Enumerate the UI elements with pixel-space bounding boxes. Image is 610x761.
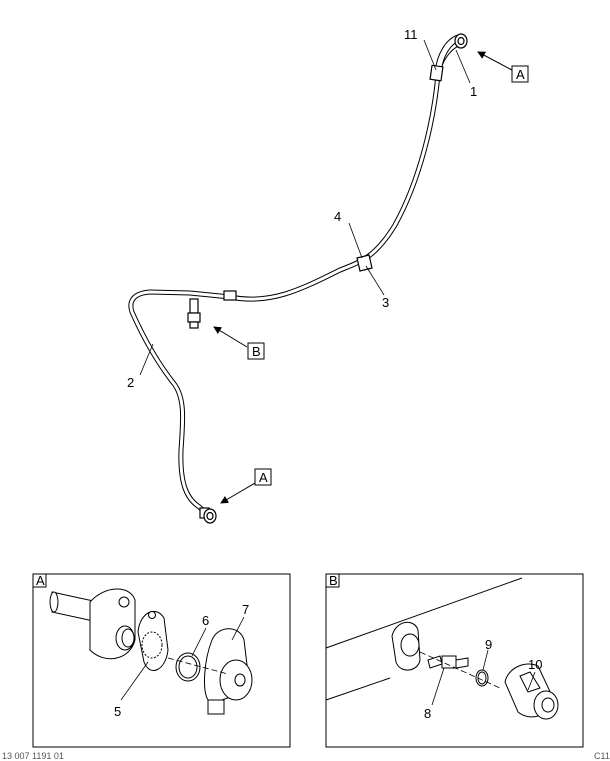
svg-text:B: B xyxy=(329,573,338,588)
footer-ref: C11 xyxy=(594,751,610,761)
tube-assembly xyxy=(128,33,468,524)
footer-graphic-id: 13 007 1191 01 xyxy=(2,751,64,761)
callout-5: 5 xyxy=(114,704,121,719)
view-ref-b: B xyxy=(247,342,265,360)
svg-text:A: A xyxy=(36,573,45,588)
view-ref-a-top: A xyxy=(511,65,529,83)
callout-3: 3 xyxy=(382,295,389,310)
callout-7: 7 xyxy=(242,602,249,617)
svg-text:B: B xyxy=(252,344,261,359)
callout-1: 1 xyxy=(470,84,477,99)
svg-text:A: A xyxy=(259,470,268,485)
callout-8: 8 xyxy=(424,706,431,721)
callout-9: 9 xyxy=(485,637,492,652)
callout-4: 4 xyxy=(334,209,341,224)
detail-b-panel: B xyxy=(325,573,584,748)
svg-text:A: A xyxy=(516,67,525,82)
view-arrows xyxy=(213,51,513,504)
callout-leaders xyxy=(139,39,471,376)
callout-11: 11 xyxy=(404,27,418,42)
callout-6: 6 xyxy=(202,613,209,628)
callout-2: 2 xyxy=(127,375,134,390)
detail-a-panel: A xyxy=(32,573,291,748)
callout-10: 10 xyxy=(528,657,542,672)
view-ref-a-bottom: A xyxy=(254,468,272,486)
